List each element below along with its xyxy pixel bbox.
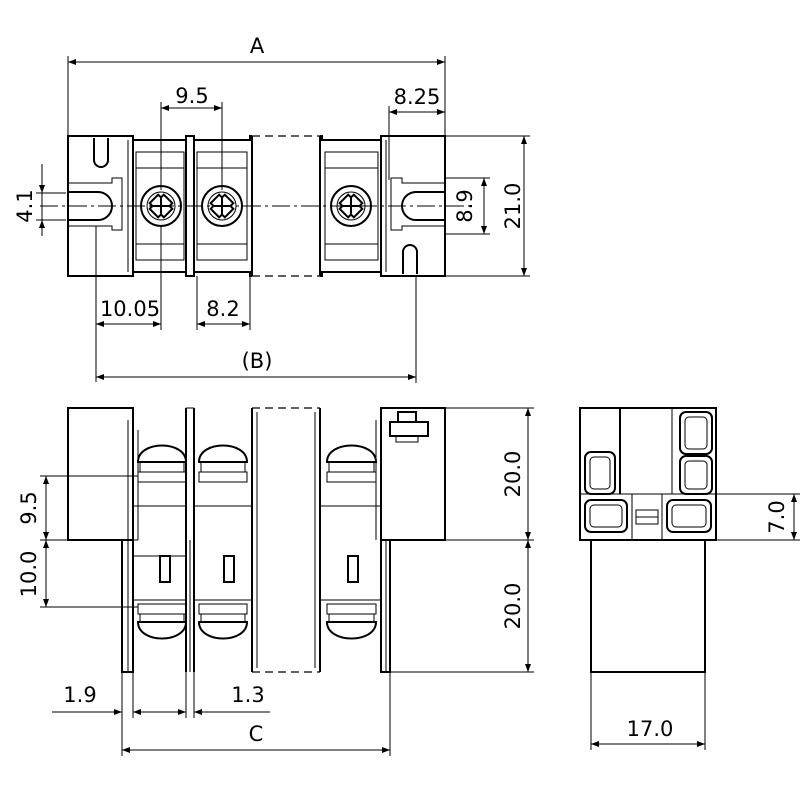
dim-pitch-label: 9.5 — [175, 84, 208, 108]
bottom-notch — [402, 244, 418, 274]
lower-slot-1 — [159, 555, 171, 583]
upper-screw-1 — [136, 444, 188, 483]
dim-lower-left-label: 10.0 — [17, 551, 41, 598]
dim-upper-left-label: 9.5 — [17, 491, 41, 524]
dim-wall-label: 1.9 — [63, 683, 96, 707]
top-right-tab — [389, 411, 429, 443]
top-notch — [93, 138, 109, 168]
dim-step-label: 7.0 — [765, 500, 789, 533]
lower-screw-2 — [194, 599, 252, 640]
lower-screw-1 — [133, 599, 188, 640]
lower-slot-3 — [347, 555, 359, 583]
dim-upper-label: 20.0 — [501, 451, 525, 498]
top-view-dimensions: A 9.5 8.25 4.1 8.9 21.0 — [13, 34, 530, 383]
lower-slot-2 — [223, 555, 235, 583]
dim-C-label: C — [249, 722, 264, 746]
upper-screw-2 — [197, 444, 249, 483]
dim-B-label: (B) — [242, 349, 273, 373]
side-pocket-left-lower — [584, 499, 628, 533]
dim-height-label: 21.0 — [501, 183, 525, 230]
dim-A-label: A — [250, 34, 265, 58]
front-view — [67, 407, 446, 673]
side-pocket-left-upper — [584, 451, 616, 495]
dim-hole-label: 4.1 — [13, 189, 37, 222]
side-pocket-right-mid — [679, 455, 713, 495]
dim-edge-label: 10.05 — [100, 297, 160, 321]
side-view-dimensions: 7.0 17.0 — [590, 493, 800, 750]
dim-end-label: 8.25 — [394, 85, 441, 109]
dim-gap-label: 1.3 — [231, 683, 264, 707]
dim-slot-label: 8.9 — [453, 189, 477, 222]
side-view — [579, 407, 717, 673]
side-pocket-right-top — [679, 411, 713, 455]
upper-screw-3 — [325, 444, 378, 483]
side-pocket-right-lower — [666, 499, 712, 533]
lower-screw-3 — [320, 599, 381, 640]
top-view — [40, 134, 470, 278]
dim-between-label: 8.2 — [206, 297, 239, 321]
dim-width-label: 17.0 — [627, 717, 674, 741]
dim-lower-label: 20.0 — [501, 583, 525, 630]
front-view-dimensions: 20.0 20.0 9.5 10.0 1.9 1.3 — [17, 407, 534, 756]
